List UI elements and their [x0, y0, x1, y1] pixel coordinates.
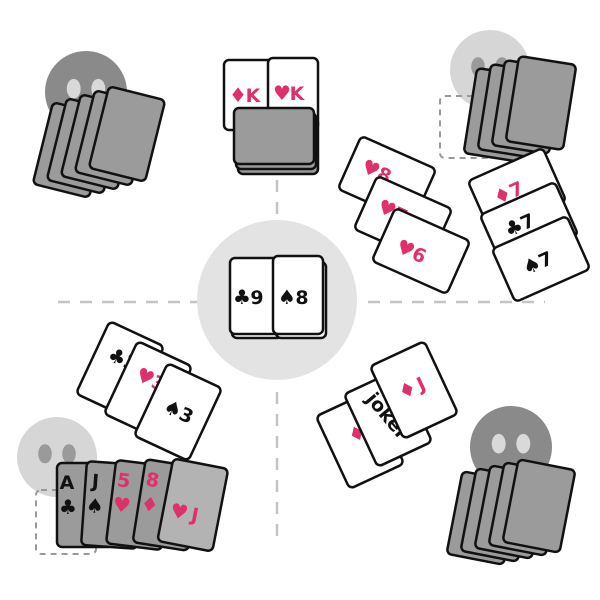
center-pile: ♣9♠8 [228, 254, 328, 340]
hearts-suit-icon: ♥ [111, 492, 132, 518]
avatar-eye-icon [491, 433, 506, 454]
player-bottom-left: A♣J♠5♥8♦♥J [17, 417, 229, 555]
clubs-suit-icon: ♣ [233, 285, 251, 309]
card-rank: 5 [116, 469, 132, 492]
card-rank: K [290, 83, 306, 105]
avatar-eye-icon [38, 444, 52, 464]
player-top-right [439, 30, 577, 163]
card-rank: A [60, 472, 75, 494]
card-back [88, 86, 166, 182]
card-face [372, 208, 470, 294]
avatar-eye-icon [516, 433, 531, 454]
meld-card[interactable]: ♠3 [134, 363, 222, 461]
meld-bottom-joker: ♦9joker♦J [316, 341, 458, 489]
card-rank: 8 [144, 469, 161, 493]
meld-card[interactable]: ♥6 [372, 208, 471, 294]
card-face [134, 363, 222, 461]
card-face [156, 458, 229, 552]
card-rank: 8 [295, 287, 308, 309]
card-rank: K [246, 85, 262, 107]
spades-suit-icon: ♠ [85, 493, 105, 518]
card-face [370, 341, 458, 439]
hearts-suit-icon: ♥ [168, 498, 190, 525]
clubs-suit-icon: ♣ [59, 495, 77, 519]
meld-right-sevens: ♦7♣7♠7 [468, 148, 591, 302]
diamonds-suit-icon: ♦ [229, 83, 247, 107]
center-card[interactable]: ♣9 [228, 256, 282, 336]
meld-card[interactable]: ♠7 [492, 216, 591, 302]
card-back [505, 55, 577, 151]
table-dividers [58, 180, 545, 545]
card-back [232, 106, 316, 166]
meld-top-kings: ♦K♥K [222, 56, 320, 176]
card-face [492, 216, 590, 302]
player-bottom-right [446, 406, 576, 566]
opponent-card-back [88, 86, 166, 182]
spades-suit-icon: ♠ [278, 285, 296, 309]
avatar-eye-icon [62, 444, 76, 464]
player-top-left [32, 51, 166, 198]
opponent-card-back [505, 55, 577, 151]
diamonds-suit-icon: ♦ [139, 491, 160, 518]
meld-left-threes: ♣3♥3♠3 [76, 321, 222, 461]
card-rank: J [89, 470, 100, 493]
hearts-suit-icon: ♥ [273, 81, 291, 105]
card-rank: 9 [250, 287, 263, 309]
meld-card[interactable]: ♦J [370, 341, 458, 439]
card-face [271, 254, 325, 336]
hand-card[interactable]: ♥J [156, 458, 229, 552]
opponent-card-back [502, 458, 576, 554]
meld-right-hearts: ♥8♥7♥6 [338, 136, 471, 294]
center-card[interactable]: ♠8 [271, 254, 325, 336]
avatar-eye-icon [66, 78, 81, 99]
card-back [502, 458, 576, 554]
face-down-stack [232, 106, 320, 176]
